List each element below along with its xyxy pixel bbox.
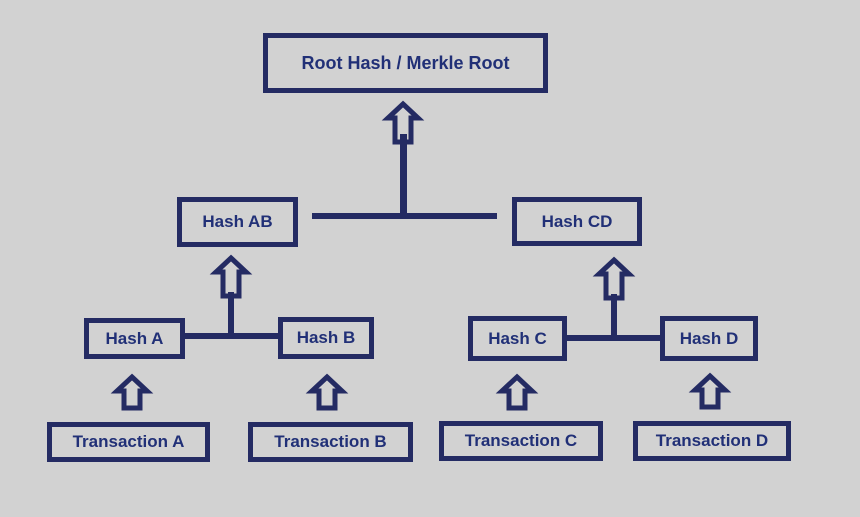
up-arrow-icon-hash-ab [209,254,253,299]
node-transaction-b: Transaction B [248,422,413,462]
node-hash-b: Hash B [278,317,374,359]
up-arrow-icon-transaction-b [305,373,349,411]
stem-to-root [400,134,407,219]
node-transaction-a: Transaction A [47,422,210,462]
stem-to-hash-ab [228,292,234,339]
up-arrow-icon-transaction-a [110,373,154,411]
node-transaction-c: Transaction C [439,421,603,461]
up-arrow-icon-transaction-c [495,373,539,411]
node-transaction-d: Transaction D [633,421,791,461]
node-hash-c: Hash C [468,316,567,361]
node-hash-ab: Hash AB [177,197,298,247]
node-hash-d: Hash D [660,316,758,361]
up-arrow-icon-transaction-d [688,372,732,410]
node-hash-cd: Hash CD [512,197,642,246]
up-arrow-icon-root [381,100,425,145]
node-root-hash: Root Hash / Merkle Root [263,33,548,93]
node-hash-a: Hash A [84,318,185,359]
up-arrow-icon-hash-cd [592,256,636,301]
stem-to-hash-cd [611,294,617,341]
